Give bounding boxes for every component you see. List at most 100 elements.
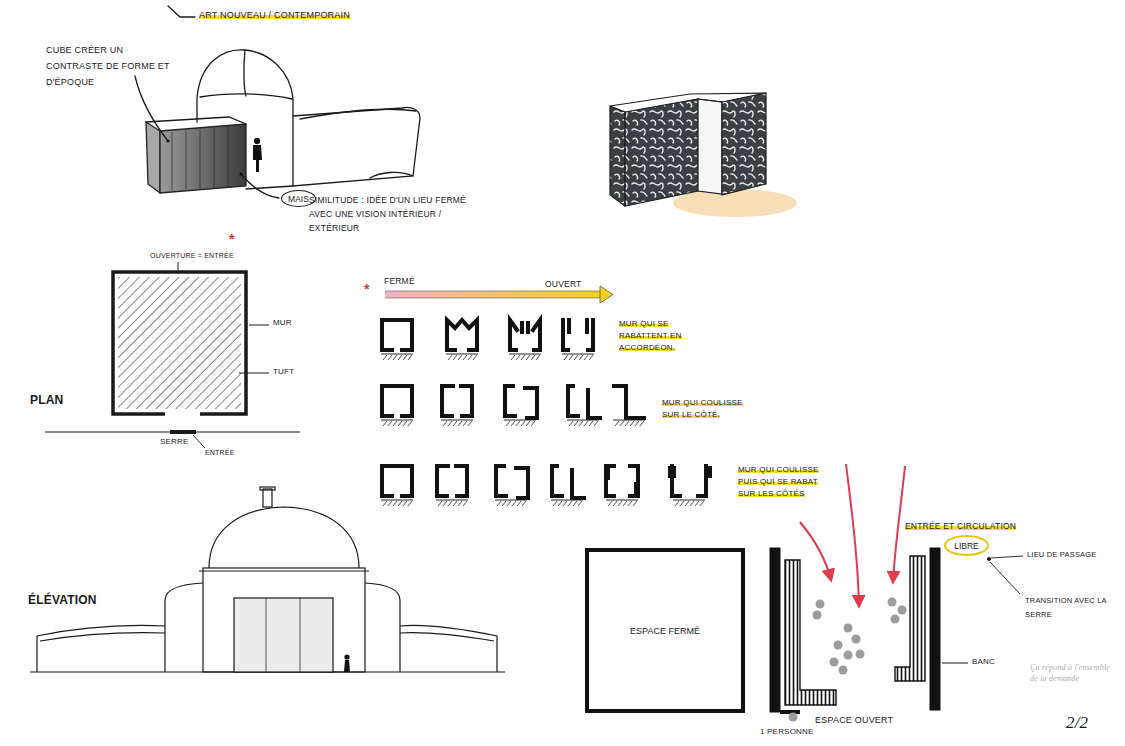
open-space-plan-part [895,556,925,681]
open-space-plan-part [770,548,780,712]
perspective-sketch-part [370,172,413,178]
ground-hatch-part [673,500,705,506]
ground-hatch-part [567,420,599,426]
label-box: Ça répond à l'ensemble de la demande [1030,662,1115,684]
elevation-drawing-part [344,660,350,672]
open-space-plan-part [942,663,968,664]
elevation-drawing-part [263,489,272,507]
ground-hatch [381,354,705,506]
person-dots-part [898,606,907,615]
label-box: FERMÉ [384,276,415,287]
sketch-label: Ça répond à l'ensemble de la demande [1030,663,1110,683]
person-dots [789,598,907,722]
perspective-sketch-part [254,138,260,144]
wall-sequences-part [563,320,593,350]
ground-hatch-part [446,354,478,360]
label-box: 1 PERSONNE [760,727,814,737]
sketch-label: ENTRÉE [205,449,235,456]
label-box: SIMILITUDE : IDÉE D'UN LIEU FERMÉ AVEC U… [309,193,474,235]
label-box: OUVERTURE = ENTRÉE [150,251,234,260]
perspective-sketch [135,6,420,198]
sketch-label: BANC [972,657,995,666]
label-box: MUR QUI SE RABATTENT EN ACCORDÉON. [619,318,707,354]
wall-sequences-part [668,466,676,478]
circled-word: MAIS [281,190,316,207]
plan-drawing-part [170,430,196,434]
elevation-drawing-part [400,625,497,672]
person-dots-part [891,615,900,624]
sketch-label: TRANSITION AVEC LA SERRE [1025,596,1106,619]
sketch-label: PLAN [30,393,63,407]
elevation-drawing-part [260,487,275,490]
flow-arrows-part [893,466,905,582]
sketch-label: * [364,281,370,297]
closed-open-arrow-part [385,291,601,292]
perspective-sketch-part [160,124,246,193]
wall-sequences-part [604,468,610,478]
flow-arrows-part [846,464,859,606]
perspective-sketch-part [197,50,293,122]
wall-sequences-part [382,466,412,496]
sketch-label: SIMILITUDE : IDÉE D'UN LIEU FERMÉ AVEC U… [309,195,466,233]
perspective-sketch-part [239,172,242,175]
ground-hatch-part [441,420,473,426]
elevation-drawing [30,487,505,672]
wall-sequences-part [568,386,600,418]
open-space-plan [770,548,968,712]
sketch-label: LIEU DE PASSAGE [1027,550,1097,559]
person-dots-part [789,713,798,722]
sketch-label: ÉLÉVATION [28,593,97,607]
node-text: ESPACE FERMÉ [630,626,700,636]
patterned-cube-part [625,99,698,206]
ground-hatch-part [509,354,541,360]
plan-drawing-part [239,373,269,374]
elevation-drawing-part [165,583,203,672]
person-dots-part [852,635,861,644]
plan-drawing-part [45,431,300,432]
sketch-label: 2/2 [1066,713,1088,732]
wall-sequences-part [510,320,540,350]
wall-sequences-part [704,466,712,478]
sketch-label: OUVERT [545,279,581,289]
ground-hatch-part [551,500,583,506]
label-box: * [364,280,370,298]
patterned-cube-part [610,93,766,106]
perspective-sketch-part [146,122,160,193]
label-box: OUVERT [545,279,581,290]
plan-drawing-part [249,325,269,326]
ground-hatch-part [606,500,638,506]
patterned-cube-part [673,189,797,217]
patterned-cube-part [698,99,722,194]
label-box: MUR QUI COULISSE PUIS QUI SE RABAT SUR L… [738,464,828,500]
elevation-drawing-part [234,598,333,672]
sketch-label: TUFT [273,367,294,376]
leader-lines-part [987,557,990,560]
elevation-drawing-part [266,598,300,672]
node-text: LIBRE [954,541,979,551]
elevation-drawing-part [365,583,400,672]
wall-sequences-part [442,386,472,416]
plan-drawing-part [118,277,241,409]
sketch-label: OUVERTURE = ENTRÉE [150,252,234,259]
sketch-label: SERRE [160,437,189,446]
perspective-sketch-part [253,145,262,172]
label-box: * [229,230,235,248]
patterned-cube-part [722,93,766,195]
perspective-sketch-part [300,109,416,119]
perspective-sketch-part [172,127,228,190]
wall-sequences-part [505,386,537,418]
perspective-sketch-part [168,6,195,17]
label-box: 2/2 [1066,712,1088,734]
wall-sequences-part [672,466,706,496]
flow-arrows-part [800,522,831,580]
sketch-label: 1 PERSONNE [760,727,814,736]
perspective-sketch-part [146,117,246,124]
person-dots-part [844,651,853,660]
leader-lines [987,556,1023,594]
ground-hatch-part [562,354,594,360]
label-box: ART NOUVEAU / CONTEMPORAIN [199,9,350,21]
wall-sequences-part [606,466,638,496]
label-box: CUBE CRÉER UN CONTRASTE DE FORME ET D'ÉP… [46,42,181,90]
sketch-label: MUR QUI COULISSE PUIS QUI SE RABAT SUR L… [738,465,819,498]
